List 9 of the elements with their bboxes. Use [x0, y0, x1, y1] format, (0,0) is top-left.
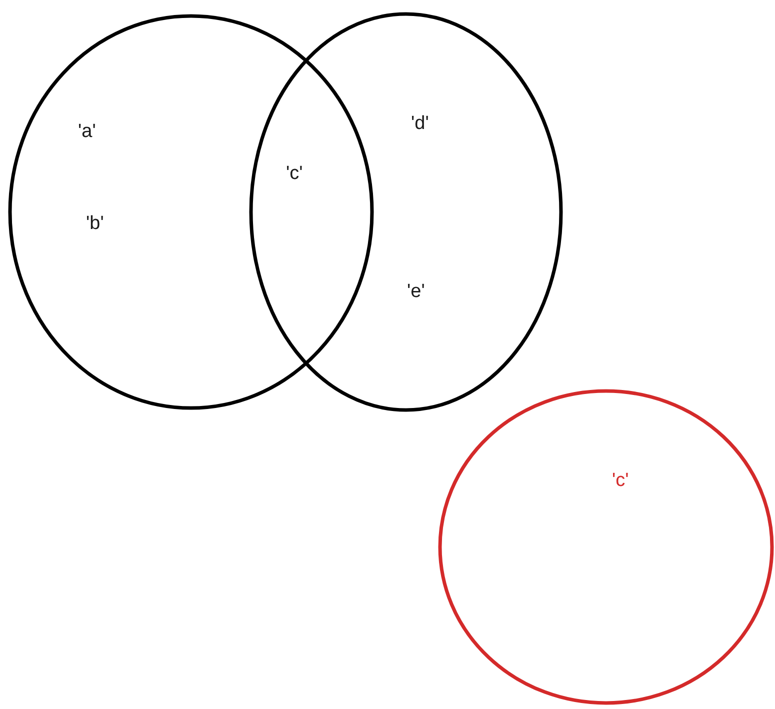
element-label: 'c' [286, 164, 303, 183]
set-ellipse [8, 14, 374, 410]
element-label: 'b' [86, 214, 104, 233]
element-label: 'a' [78, 122, 96, 141]
element-label: 'c' [612, 471, 629, 490]
set-ellipse [438, 389, 774, 705]
element-label: 'd' [411, 114, 429, 133]
element-label: 'e' [407, 282, 425, 301]
set-ellipse [249, 12, 563, 412]
